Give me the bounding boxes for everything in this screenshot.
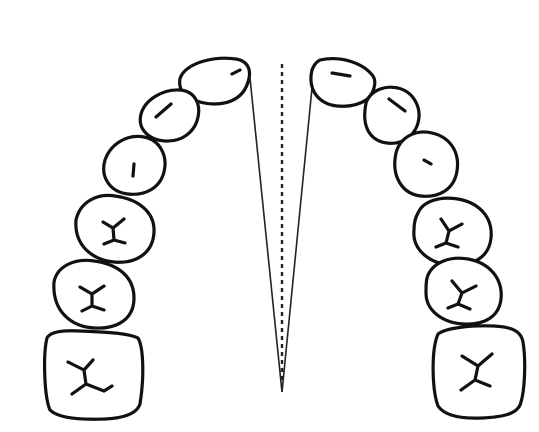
- right-first-molar: [433, 326, 525, 418]
- left-lateral-incisor: [140, 90, 198, 141]
- left-first-premolar: [76, 195, 154, 262]
- left-canine: [104, 136, 165, 194]
- right-first-premolar: [414, 198, 491, 265]
- left-first-molar: [45, 331, 143, 419]
- left-second-premolar: [54, 260, 134, 328]
- right-central-incisor: [311, 59, 375, 107]
- incisor-convergence-lines: [250, 64, 313, 392]
- right-incisor-line: [282, 78, 313, 392]
- right-canine: [395, 132, 458, 196]
- cusp-mark: [133, 164, 134, 176]
- left-teeth: [45, 58, 250, 419]
- right-teeth: [311, 59, 525, 419]
- left-incisor-line: [250, 78, 282, 392]
- right-second-premolar: [426, 258, 501, 324]
